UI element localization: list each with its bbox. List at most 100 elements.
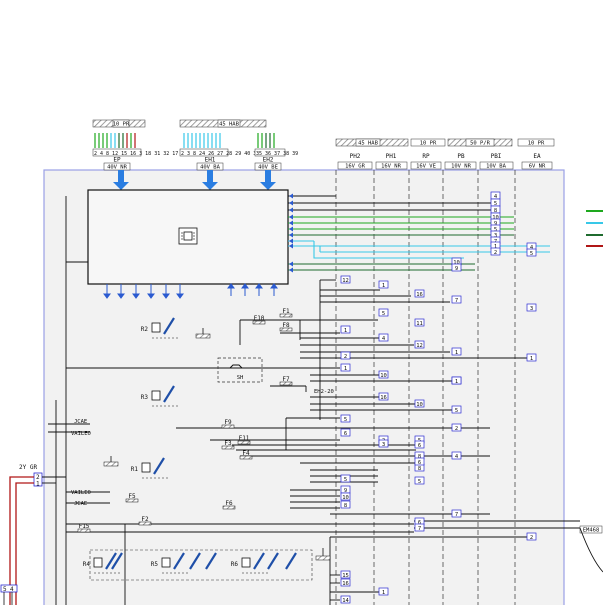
- fuse-label: F5: [128, 493, 136, 500]
- fuse-body: [252, 320, 266, 325]
- pin-number: 4: [530, 245, 534, 251]
- pin-number: 10: [342, 495, 349, 501]
- relay-r4: R4: [83, 552, 122, 574]
- pin-box: [340, 428, 351, 437]
- pin-number-pbi: 2: [490, 247, 501, 256]
- fuse-f1: F1: [279, 308, 293, 318]
- ecu-bottom-arrows: [103, 283, 278, 299]
- relay-coil: [151, 322, 161, 333]
- fuse-label: F10: [254, 315, 265, 322]
- pin-box: [340, 474, 351, 483]
- pin-box: [414, 399, 425, 408]
- pin-number: 10: [492, 215, 499, 221]
- red-wire: [15, 482, 34, 605]
- relay-r2: R2: [141, 317, 180, 339]
- relay-r3: R3: [141, 385, 180, 407]
- column-spec: 10V NR: [451, 164, 472, 170]
- pin-box: [451, 376, 462, 385]
- relay-switch: [105, 552, 117, 570]
- fuse-body: [239, 455, 253, 460]
- column-name: RP: [422, 153, 430, 160]
- pin-box: [451, 405, 462, 414]
- signal-jcae-top: JCAE: [74, 419, 87, 425]
- ecu-output-arrowheads: [289, 193, 293, 273]
- pin-box: [340, 275, 351, 284]
- column-group-label: 50 P/R: [470, 141, 491, 147]
- pin-box: [451, 451, 462, 460]
- pin-number: 6: [418, 460, 421, 466]
- connector-eh2-spec: 40V BE: [258, 165, 278, 171]
- relay-switch: [163, 317, 175, 335]
- pin-number: 16: [342, 581, 349, 587]
- pin-number: 8: [344, 503, 347, 509]
- pin-box: [526, 303, 537, 312]
- connector-ep-pins: 2 4 8 12 15 16 3 18 31 32 17: [94, 151, 178, 157]
- relay-coil: [161, 557, 171, 568]
- pin-number: 7: [455, 512, 458, 518]
- pin-box: [378, 439, 389, 448]
- pin-number-rp: 11: [414, 318, 425, 327]
- fuse-f15: F15: [77, 523, 91, 533]
- column-name: PB: [457, 153, 465, 160]
- pin-box: [414, 440, 425, 449]
- pin-box: [490, 247, 501, 256]
- chip-icon: [178, 227, 198, 245]
- shunt-label: SH: [237, 375, 244, 381]
- column-name: EA: [533, 153, 541, 160]
- pin-number-ph2: 8: [340, 500, 351, 509]
- pin-number-pb: 9: [451, 263, 462, 272]
- pin-number-ph2: 16: [340, 578, 351, 587]
- pin-number-pbi: 4: [490, 191, 501, 200]
- dashed-columns: [335, 170, 516, 605]
- internal-wiring: [66, 279, 580, 605]
- pin-number: 2: [530, 535, 533, 541]
- pin-box: [340, 500, 351, 509]
- pin-number: 6: [418, 443, 421, 449]
- relay-switch: [163, 385, 175, 403]
- shunt-box: [217, 357, 263, 383]
- switch-contact: [205, 552, 217, 570]
- relay-label: R1: [131, 466, 139, 473]
- relay-coil: [141, 462, 151, 473]
- pin-number-ph2: 6: [340, 428, 351, 437]
- pin-number: 15: [342, 573, 349, 579]
- pin-box: [526, 353, 537, 362]
- signal-jcae-bottom: JCAE: [74, 501, 87, 507]
- pin-box: [340, 492, 351, 501]
- pin-number-pb: 4: [451, 451, 462, 460]
- pin-number-ea: 1: [526, 353, 537, 362]
- pin-number-rp: 6: [414, 440, 425, 449]
- pin-number-ph1: 1: [378, 280, 389, 289]
- pin-number: 1: [382, 590, 385, 596]
- pin-number-pb: 5: [451, 405, 462, 414]
- pin-number: 5: [494, 227, 497, 233]
- right-exit-wire: [579, 527, 603, 573]
- pin-box: [414, 340, 425, 349]
- pin-box: [451, 295, 462, 304]
- relay-coil: [93, 557, 103, 568]
- pin-number: 3: [494, 233, 497, 239]
- pin-number-ph2: 14: [340, 595, 351, 604]
- fuse-f11: F11: [237, 435, 251, 445]
- connector-eh2-arrow-icon: [260, 170, 276, 190]
- connector-eh2-pins: 35 36 37 38 39: [256, 151, 298, 157]
- left-signals: [48, 423, 110, 504]
- pin-number-ph2: 9: [340, 485, 351, 494]
- switch-contact: [111, 552, 123, 570]
- column-spec: 16V GR: [345, 164, 366, 170]
- column-spec: 16V VE: [416, 164, 436, 170]
- pin-box: [526, 248, 537, 257]
- fuse-body: [77, 528, 91, 533]
- pin-number: 4: [455, 454, 459, 460]
- bottom-left-pin: 4: [10, 586, 14, 593]
- relay-switch: [153, 457, 165, 475]
- ground-symbols: [103, 328, 331, 561]
- pin-box: [340, 595, 351, 604]
- pin-number: 5: [530, 251, 533, 257]
- pin-number: 11: [416, 321, 423, 327]
- pin-number-ea: 2: [526, 532, 537, 541]
- left-bus: [55, 196, 88, 605]
